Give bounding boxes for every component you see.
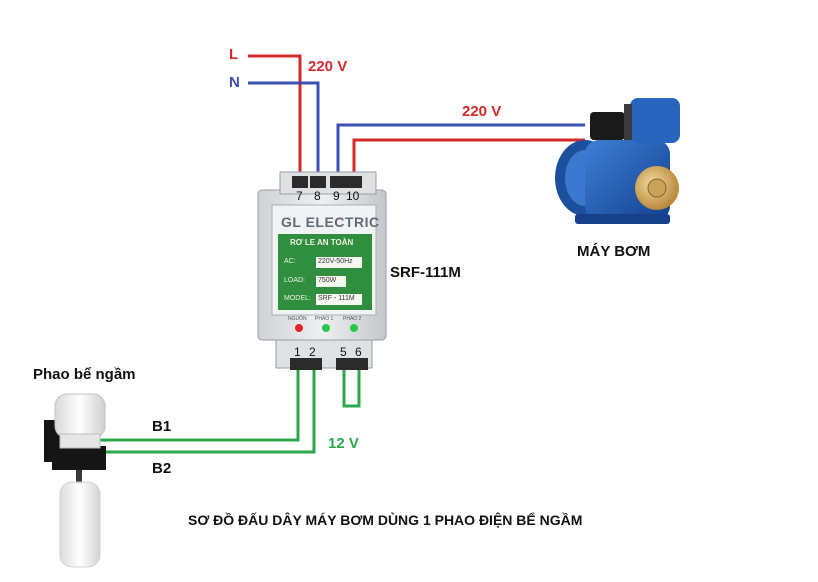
led-float2-icon	[350, 324, 358, 332]
device-row-value: 750W	[318, 277, 337, 284]
led-label: NGUỒN	[288, 316, 307, 322]
jumper-5-6	[342, 368, 361, 408]
device-product: RƠ LE AN TOÀN	[290, 238, 354, 247]
pump-icon	[555, 98, 680, 224]
terminal-number: 1	[294, 345, 301, 359]
label-voltage-input: 220 V	[308, 58, 348, 75]
led-label: PHAO 1	[315, 316, 334, 322]
device-row-value: SRF - 111M	[318, 295, 355, 302]
label-model: SRF-111M	[390, 264, 461, 281]
terminal-number: 9	[333, 189, 340, 203]
label-voltage-pump: 220 V	[462, 103, 502, 120]
label-pump: MÁY BƠM	[577, 243, 651, 260]
label-wire-b2: B2	[152, 460, 172, 477]
wire-b1	[100, 368, 300, 442]
label-line-n: N	[229, 74, 240, 91]
terminal-number: 5	[340, 345, 347, 359]
label-float-title: Phao bể ngầm	[33, 366, 136, 383]
terminal-number: 8	[314, 189, 321, 203]
device-row-key: MODEL:	[284, 295, 311, 302]
wire-neutral-input	[248, 81, 320, 178]
led-label: PHAO 2	[343, 316, 362, 322]
terminal-number: 10	[346, 189, 360, 203]
terminal-number: 6	[355, 345, 362, 359]
terminal-number: 2	[309, 345, 316, 359]
label-wire-b1: B1	[152, 418, 172, 435]
device-brand: GL ELECTRIC	[281, 214, 380, 230]
device-row-value: 220V-50Hz	[318, 258, 353, 265]
wire-neutral-pump	[336, 123, 585, 178]
terminal-number: 7	[296, 189, 303, 203]
device-row-key: AC:	[284, 258, 296, 265]
label-line-l: L	[229, 46, 239, 63]
float-switch-icon	[44, 393, 106, 568]
wire-b2	[100, 368, 316, 454]
label-voltage-float: 12 V	[328, 435, 359, 452]
led-float1-icon	[322, 324, 330, 332]
relay-device	[257, 171, 387, 370]
led-power-icon	[295, 324, 303, 332]
wire-live-input	[248, 54, 302, 178]
wire-live-pump	[352, 138, 585, 178]
device-row-key: LOAD:	[284, 277, 306, 284]
diagram-caption: SƠ ĐỒ ĐẤU DÂY MÁY BƠM DÙNG 1 PHAO ĐIỆN B…	[188, 512, 583, 528]
